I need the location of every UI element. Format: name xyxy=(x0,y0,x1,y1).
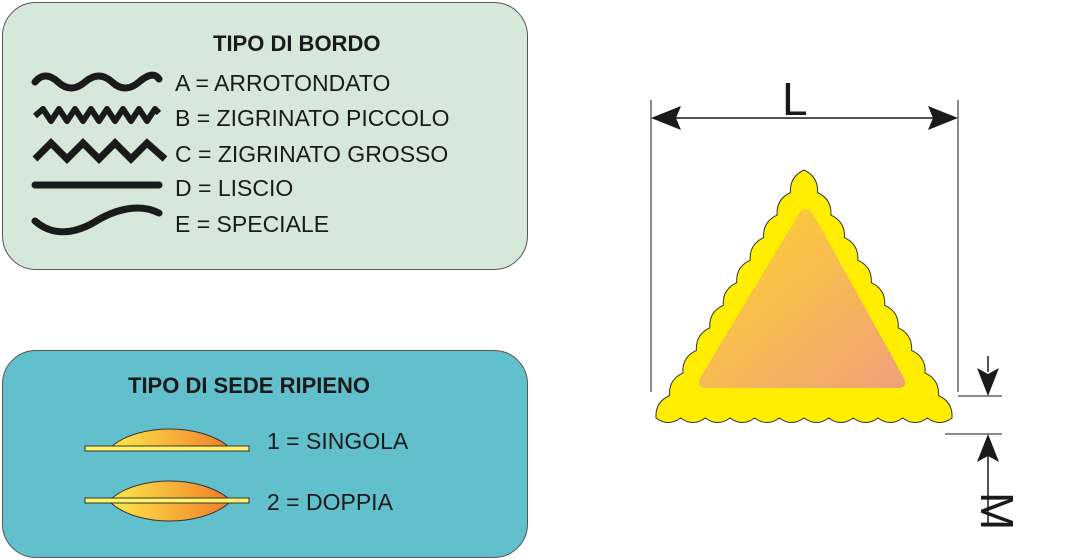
large-zigzag-edge-icon xyxy=(32,138,168,164)
edge-type-b-label: B = ZIGRINATO PICCOLO xyxy=(175,105,450,131)
edge-width-label: M xyxy=(971,492,1023,531)
filling-type-1-label: 1 = SINGOLA xyxy=(267,428,409,454)
edge-type-title: TIPO DI BORDO xyxy=(213,31,381,56)
double-filling-icon xyxy=(84,480,250,522)
edge-type-d-label: D = LISCIO xyxy=(175,175,294,201)
rounded-wave-edge-icon xyxy=(31,71,163,92)
filling-type-title: TIPO DI SEDE RIPIENO xyxy=(128,373,371,398)
triangle-ravioli-diagram xyxy=(650,100,1002,524)
width-dimension xyxy=(650,100,959,392)
edge-type-a-label: A = ARROTONDATO xyxy=(175,70,391,96)
filling-type-2-label: 2 = DOPPIA xyxy=(267,489,393,515)
single-filling-icon xyxy=(84,428,250,452)
edge-type-c-label: C = ZIGRINATO GROSSO xyxy=(175,141,449,167)
straight-edge-icon xyxy=(31,181,163,189)
filling-triangle xyxy=(698,209,906,388)
edge-width-dimension xyxy=(945,356,1002,524)
edge-type-e-label: E = SPECIALE xyxy=(175,211,330,237)
width-label: L xyxy=(782,73,808,125)
small-zigzag-edge-icon xyxy=(33,106,162,124)
filling-type-panel: TIPO DI SEDE RIPIENO 1 = SINGOLA 2 = DOP… xyxy=(2,350,528,558)
edge-type-panel: TIPO DI BORDO A = ARROTONDATO B = ZIGRIN… xyxy=(2,2,528,270)
curved-edge-icon xyxy=(31,204,163,236)
